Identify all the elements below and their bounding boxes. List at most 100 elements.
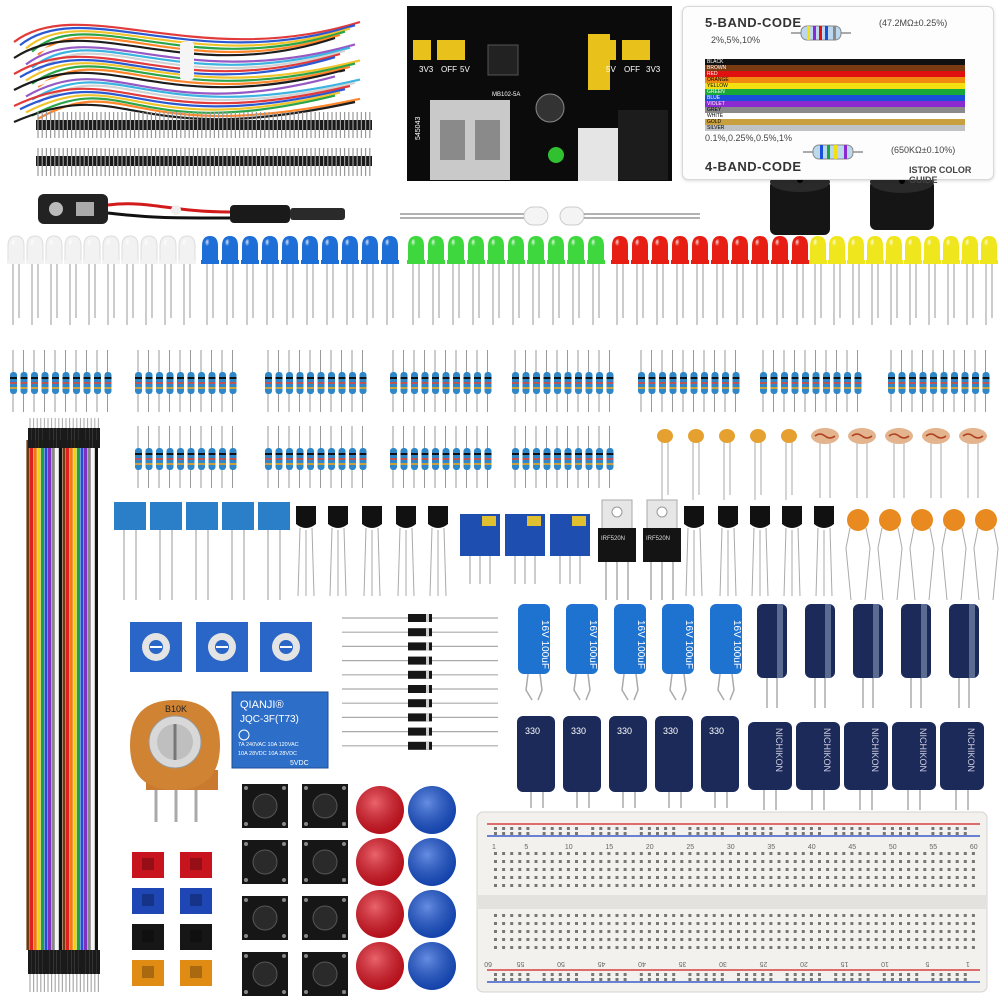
disc-cap	[943, 509, 965, 531]
ceramic-cap	[657, 429, 673, 443]
bb-col-number-bottom: 50	[557, 960, 565, 967]
breadboard-power-module: 3V3 OFF 5V 5V OFF 3V3 MB102-5A 545043	[407, 6, 672, 181]
pm-label-right-off: OFF	[624, 65, 640, 74]
cap-brand-label: NICHIKON	[918, 728, 928, 772]
color-name: SILVER	[707, 125, 725, 131]
diode	[408, 656, 432, 665]
square-potentiometers	[130, 622, 312, 672]
color-row: VIOLET	[705, 101, 965, 107]
jumper-cap	[132, 924, 164, 950]
electrolytic-cap-330	[517, 716, 555, 792]
led-row	[7, 235, 998, 325]
led	[848, 236, 864, 262]
color-row: GOLD	[705, 119, 965, 125]
color-name: ORANGE	[707, 77, 729, 83]
led	[362, 236, 378, 262]
relay-model: JQC-3F(T73)	[240, 714, 299, 725]
color-row: BLACK	[705, 59, 965, 65]
diode	[408, 642, 432, 651]
to92-transistors	[296, 506, 834, 597]
bb-col-number-bottom: 15	[841, 960, 849, 967]
color-name: GREEN	[707, 89, 725, 95]
led	[488, 236, 504, 262]
led	[588, 236, 604, 262]
color-row: YELLOW	[705, 83, 965, 89]
diodes	[342, 614, 498, 750]
cap-330-label: 330	[617, 726, 632, 736]
led	[83, 235, 101, 263]
electrolytic-cap-nichikon	[940, 722, 984, 790]
color-row: GREEN	[705, 89, 965, 95]
led	[692, 236, 708, 262]
transistor	[396, 506, 416, 528]
led	[121, 235, 139, 263]
bb-col-number-bottom: 35	[679, 960, 687, 967]
pm-label-left-5v: 5V	[460, 65, 470, 74]
resistor-color-card: 5-BAND-CODE (47.2MΩ±0.25%) 2%,5%,10% BLA…	[682, 6, 994, 185]
mosfet	[598, 528, 636, 562]
diode	[408, 713, 432, 722]
bb-col-number-top: 25	[686, 844, 694, 851]
bb-col-number-top: 1	[492, 844, 496, 851]
color-row: GREY	[705, 107, 965, 113]
pm-label-left-off: OFF	[441, 65, 457, 74]
color-name: VIOLET	[707, 101, 725, 107]
disc-cap	[975, 509, 997, 531]
pin-header-strip	[36, 112, 372, 176]
film-cap	[186, 502, 218, 530]
film-cap	[222, 502, 254, 530]
led	[26, 235, 44, 263]
bb-col-number-top: 55	[929, 844, 937, 851]
color-row: ORANGE	[705, 77, 965, 83]
ceramic-cap	[719, 429, 735, 443]
diode	[408, 741, 432, 750]
electrolytic-cap-nichikon	[892, 722, 936, 790]
bb-col-number-top: 20	[646, 844, 654, 851]
bb-col-number-bottom: 20	[800, 960, 808, 967]
card-brand: ISTOR COLOR GUIDE	[909, 165, 972, 185]
cap-label: 16V 100uF	[635, 620, 646, 669]
led	[943, 236, 959, 262]
disc-capacitors	[845, 509, 999, 601]
led	[242, 236, 258, 262]
transistor	[362, 506, 382, 528]
jumper-cap	[132, 888, 164, 914]
led	[886, 236, 902, 262]
led	[508, 236, 524, 262]
electrolytic-cap-blue	[710, 604, 742, 674]
mosfet-label: IRF520N	[601, 536, 625, 542]
led	[672, 236, 688, 262]
jumper-cap	[180, 888, 212, 914]
disc-cap	[911, 509, 933, 531]
ceramic-cap	[688, 429, 704, 443]
bb-col-number-top: 30	[727, 844, 735, 851]
bb-col-number-bottom: 40	[638, 960, 646, 967]
led	[262, 236, 278, 262]
jumper-caps	[132, 852, 212, 986]
dupont-ribbon-cable	[26, 418, 100, 992]
jumper-cap	[180, 924, 212, 950]
cap-330-label: 330	[525, 726, 540, 736]
color-row: SILVER	[705, 125, 965, 131]
color-row: WHITE	[705, 113, 965, 119]
cap-330-label: 330	[571, 726, 586, 736]
led	[282, 236, 298, 262]
color-name: BLACK	[707, 59, 724, 65]
relay-brand: QIANJI®	[240, 699, 284, 711]
color-name: WHITE	[707, 113, 724, 119]
disc-cap	[879, 509, 901, 531]
electrolytic-cap-blue	[614, 604, 646, 674]
ceramic-capacitors	[657, 428, 987, 500]
bb-col-number-top: 5	[524, 844, 528, 851]
cap-330-label: 330	[709, 726, 724, 736]
bb-col-number-bottom: 30	[719, 960, 727, 967]
led	[178, 235, 196, 263]
pm-label-right-3v3: 3V3	[646, 65, 661, 74]
electrolytic-cap-330	[563, 716, 601, 792]
cap-label: 16V 100uF	[587, 620, 598, 669]
led	[652, 236, 668, 262]
